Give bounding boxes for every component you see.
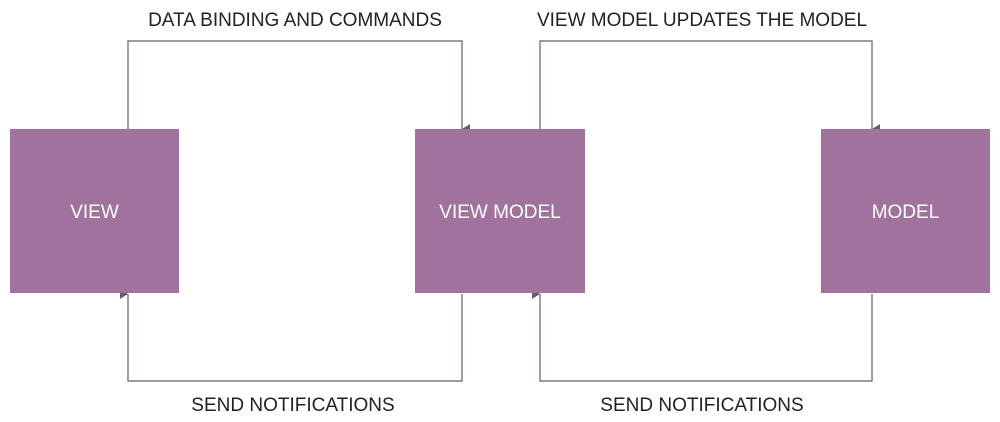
- model-label: MODEL: [872, 202, 940, 223]
- connector-model-to-view-model: [532, 289, 873, 382]
- edge-label-vm-updates-model: VIEW MODEL UPDATES THE MODEL: [537, 10, 867, 31]
- view-model-label: VIEW MODEL: [439, 202, 560, 223]
- connector-view-model-to-model: [539, 40, 880, 134]
- edge-label-send-notifications-right: SEND NOTIFICATIONS: [600, 395, 803, 416]
- edge-label-data-binding: DATA BINDING AND COMMANDS: [148, 10, 442, 31]
- connector-view-to-view-model: [127, 40, 470, 134]
- connector-view-model-to-view: [120, 289, 463, 382]
- view-label: VIEW: [70, 202, 119, 223]
- node-model: MODEL: [821, 129, 990, 293]
- view-model-box: [415, 129, 585, 293]
- node-view: VIEW: [10, 129, 179, 293]
- model-box: [821, 129, 990, 293]
- view-box: [10, 129, 179, 293]
- edge-label-send-notifications-left: SEND NOTIFICATIONS: [191, 395, 394, 416]
- node-view-model: VIEW MODEL: [415, 129, 585, 293]
